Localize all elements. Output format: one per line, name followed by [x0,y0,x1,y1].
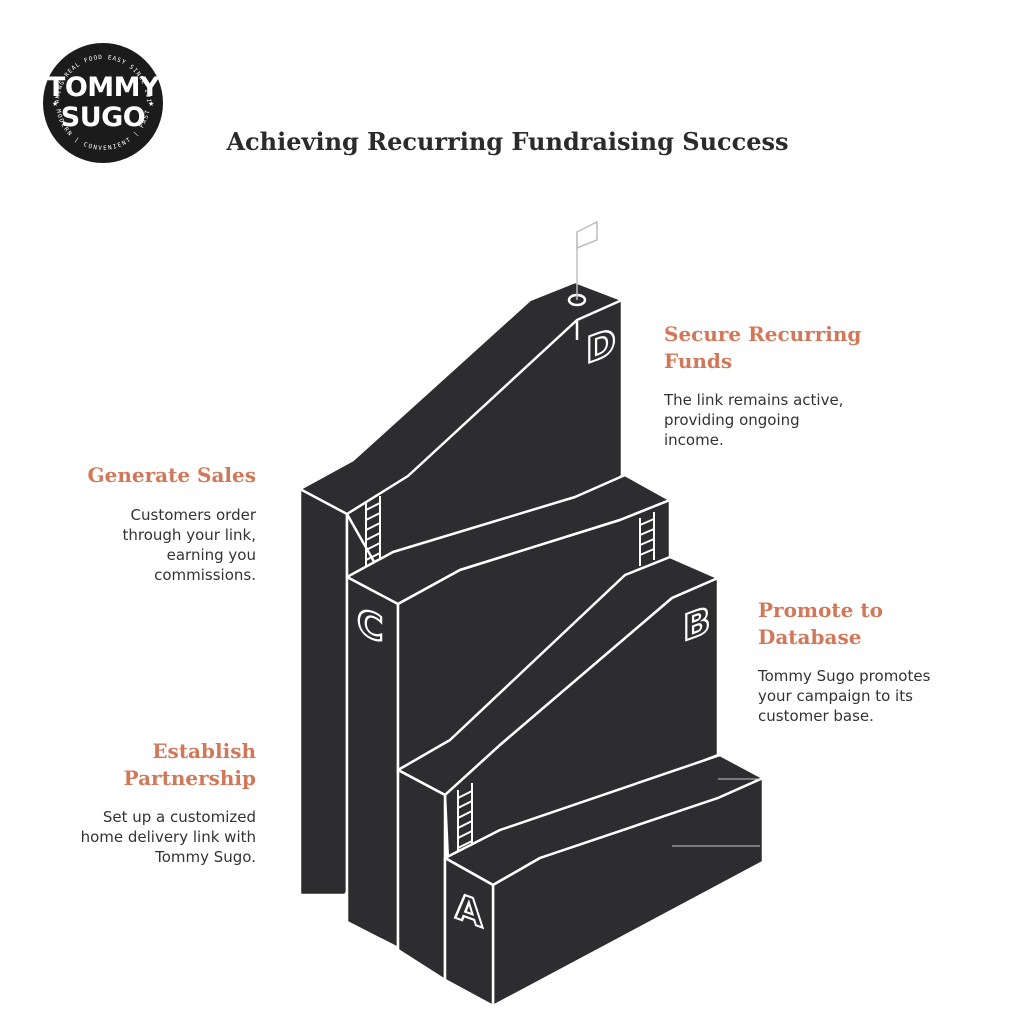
logo-circle [43,43,163,163]
step-c-description: Customers order through your link, earni… [40,505,257,585]
logo-line-2: SUGO [60,102,146,133]
step-a-title: Establish Partnership [40,738,256,792]
step-b-title-line-2: Database [758,625,862,649]
logo-star-right: ★ [148,100,154,108]
step-c-title: Generate Sales [40,462,256,489]
block-d-top-ramp [298,280,624,516]
step-a-title-line-1: Establish [152,739,256,763]
step-b-description: Tommy Sugo promotes your campaign to its… [758,666,930,726]
step-d-desc-line-2: providing ongoing [664,411,800,429]
step-c-desc-line-3: earning you [166,546,256,564]
logo-star-left: ★ [52,100,58,108]
step-d-title-line-1: Secure Recurring [664,322,862,346]
step-b-title-line-1: Promote to [758,598,883,622]
step-b-desc-line-1: Tommy Sugo promotes [758,667,931,685]
step-b-desc-line-3: customer base. [758,707,874,725]
page-title: Achieving Recurring Fundraising Success [226,127,789,156]
step-a-desc-line-1: Set up a customized [102,808,256,826]
step-c-desc-line-2: through your link, [122,526,257,544]
step-d-desc-line-1: The link remains active, [664,391,844,409]
step-d-description: The link remains active, providing ongoi… [664,390,843,450]
step-a-title-line-2: Partnership [123,766,256,790]
logo-badge: MAKING REAL FOOD EASY SINCE 2014 MODERN … [40,37,163,163]
block-a-left [443,856,495,1008]
step-c-title-line-1: Generate Sales [87,463,256,487]
tommy-sugo-logo: MAKING REAL FOOD EASY SINCE 2014 MODERN … [40,37,164,164]
ladder-b-to-c [639,512,655,566]
step-a-desc-line-3: Tommy Sugo. [155,848,256,866]
step-b-title: Promote to Database [758,597,883,651]
step-c-desc-line-4: commissions. [154,566,256,584]
block-b-left [396,768,447,982]
logo-wordmark: TOMMY SUGO [42,42,164,164]
step-b-desc-line-2: your campaign to its [758,687,913,705]
step-a-description: Set up a customized home delivery link w… [40,807,256,867]
step-d-title: Secure Recurring Funds [664,321,861,375]
ladder-c-to-d [365,496,381,566]
step-d-title-line-2: Funds [664,349,733,373]
ladder-a-to-b [457,783,473,852]
step-c-desc-line-1: Customers order [130,506,256,524]
leader-lines [672,778,760,847]
step-d-desc-line-3: income. [664,431,724,449]
step-a-desc-line-2: home delivery link with [80,828,256,846]
flag-icon [567,220,598,307]
logo-line-1: TOMMY [46,72,160,103]
